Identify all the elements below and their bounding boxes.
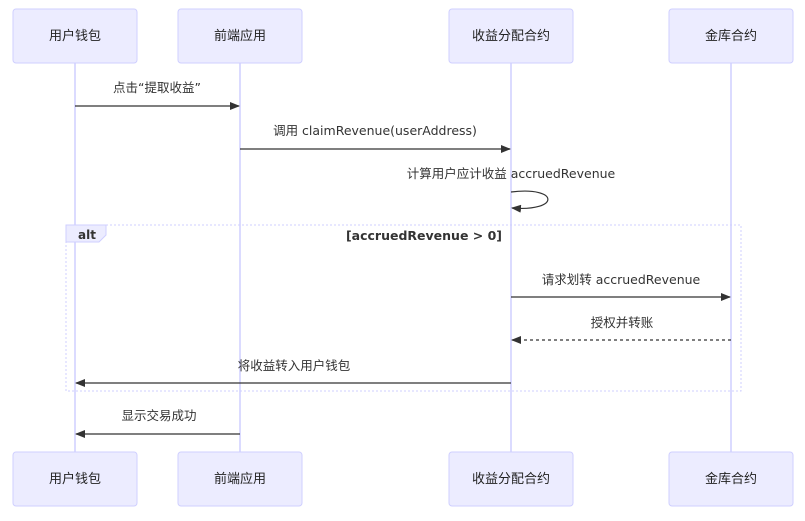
actor-label: 收益分配合约	[472, 29, 550, 44]
message-label: 点击“提取收益”	[113, 80, 201, 95]
alt-condition: [accruedRevenue > 0]	[346, 228, 502, 243]
actor-top-treasury: 金库合约	[668, 8, 794, 64]
message-label: 显示交易成功	[121, 408, 196, 423]
actor-label: 前端应用	[214, 471, 266, 487]
alt-label-box	[65, 224, 107, 243]
message-call-claim-revenue: 调用 claimRevenue(userAddress)	[240, 123, 511, 153]
actor-label: 金库合约	[705, 28, 757, 44]
alt-frame: alt [accruedRevenue > 0]	[65, 224, 742, 392]
message-request-transfer: 请求划转 accruedRevenue	[511, 272, 731, 301]
actor-top-frontend: 前端应用	[177, 8, 303, 64]
actor-label: 金库合约	[705, 471, 757, 487]
message-transfer-to-wallet: 将收益转入用户钱包	[75, 358, 511, 387]
actor-bottom-contract: 收益分配合约	[448, 451, 574, 507]
message-label: 计算用户应计收益 accruedRevenue	[407, 166, 616, 181]
message-calculate-accrued: 计算用户应计收益 accruedRevenue	[407, 166, 616, 213]
actor-top-contract: 收益分配合约	[448, 8, 574, 64]
message-label: 请求划转 accruedRevenue	[542, 272, 701, 287]
actor-label: 用户钱包	[49, 471, 101, 487]
actor-label: 收益分配合约	[472, 472, 550, 487]
message-show-success: 显示交易成功	[75, 408, 240, 438]
message-click-claim: 点击“提取收益”	[75, 80, 240, 110]
message-authorize-transfer: 授权并转账	[511, 315, 731, 344]
actor-label: 用户钱包	[49, 28, 101, 44]
alt-keyword: alt	[78, 228, 96, 242]
message-label: 将收益转入用户钱包	[238, 358, 351, 373]
actor-top-wallet: 用户钱包	[12, 8, 138, 64]
message-label: 授权并转账	[591, 315, 654, 330]
actor-bottom-frontend: 前端应用	[177, 451, 303, 507]
actor-bottom-treasury: 金库合约	[668, 451, 794, 507]
actor-bottom-wallet: 用户钱包	[12, 451, 138, 507]
actor-label: 前端应用	[214, 28, 266, 44]
message-label: 调用 claimRevenue(userAddress)	[273, 123, 477, 138]
